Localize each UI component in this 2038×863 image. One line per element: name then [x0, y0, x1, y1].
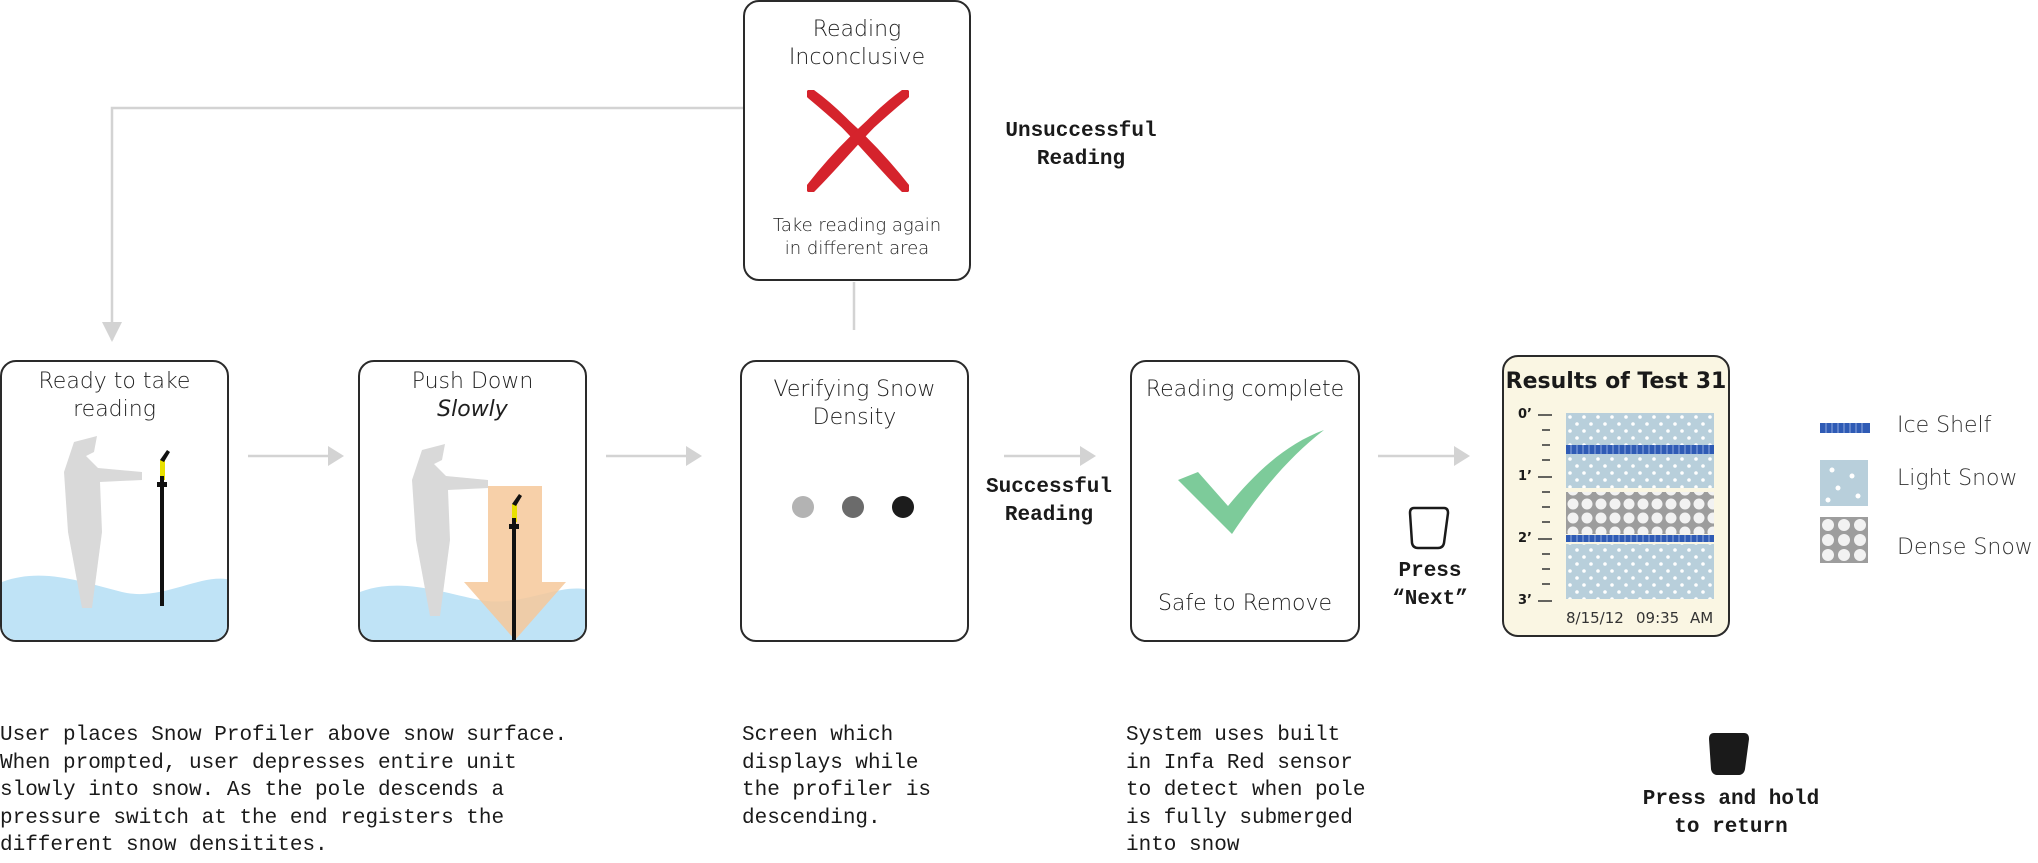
push-card: Push Down Slowly	[358, 360, 587, 642]
verifying-description: Screen which displays while the profiler…	[742, 724, 932, 830]
push-down-illustration	[360, 444, 585, 640]
ready-title: Ready to take reading	[38, 369, 191, 422]
legend-dense-snow-label: Dense Snow	[1897, 535, 2033, 560]
push-title-main: Push Down	[411, 369, 534, 394]
push-title-emphasis: Slowly	[437, 397, 508, 422]
inconclusive-card: Reading Inconclusive Take reading again …	[743, 0, 971, 281]
results-card: Results of Test 31 0’ 1’ 2’ 3’	[1502, 355, 1730, 637]
snow-profile-column	[1566, 413, 1714, 599]
arrow-ready-to-push	[248, 446, 344, 466]
results-date: 8/15/12	[1566, 609, 1624, 627]
progress-dot-3	[892, 496, 914, 518]
results-time: 09:35	[1636, 609, 1680, 627]
arrow-push-to-verify	[606, 446, 702, 466]
unsuccessful-reading-label: Unsuccessful Reading	[1005, 120, 1157, 171]
inconclusive-title: Reading Inconclusive	[788, 17, 926, 70]
complete-description: System uses built in Infa Red sensor to …	[1126, 724, 1366, 857]
results-ampm: AM	[1690, 609, 1714, 627]
user-with-profiler-icon	[2, 436, 227, 640]
arrow-complete-to-results	[1378, 446, 1470, 466]
light-snow-swatch	[1820, 460, 1868, 506]
checkmark-icon	[1178, 430, 1324, 534]
legend-ice-shelf-label: Ice Shelf	[1897, 413, 1992, 438]
dense-snow-swatch	[1820, 517, 1868, 563]
retry-arrowhead	[102, 322, 122, 342]
progress-dot-2	[842, 496, 864, 518]
depth-label-1: 1’	[1518, 469, 1532, 484]
verifying-card: Verifying Snow Density	[740, 360, 969, 642]
arrow-verify-to-complete	[1004, 446, 1096, 466]
complete-subtitle: Safe to Remove	[1157, 591, 1333, 616]
depth-label-0: 0’	[1518, 407, 1532, 422]
progress-dot-1	[792, 496, 814, 518]
depth-label-3: 3’	[1518, 593, 1532, 608]
ready-card: Ready to take reading	[0, 360, 229, 642]
x-icon	[807, 90, 909, 192]
verifying-title: Verifying Snow Density	[773, 377, 936, 430]
inconclusive-subtitle: Take reading again in different area	[772, 215, 942, 259]
ready-description: User places Snow Profiler above snow sur…	[0, 724, 568, 857]
retry-connector	[110, 106, 743, 340]
legend-light-snow-label: Light Snow	[1897, 466, 2018, 491]
press-next-label: Press “Next”	[1392, 560, 1468, 611]
successful-reading-label: Successful Reading	[985, 476, 1113, 527]
depth-scale	[1538, 414, 1552, 602]
press-hold-label: Press and hold to return	[1642, 788, 1820, 839]
return-button-icon[interactable]	[1708, 731, 1752, 777]
complete-title: Reading complete	[1145, 377, 1345, 402]
ice-shelf-swatch	[1820, 423, 1870, 433]
results-title: Results of Test 31	[1505, 369, 1727, 394]
push-title: Push Down Slowly	[360, 368, 585, 424]
next-button-icon[interactable]	[1408, 505, 1452, 551]
depth-label-2: 2’	[1518, 531, 1532, 546]
complete-card: Reading complete Safe to Remove	[1130, 360, 1360, 642]
